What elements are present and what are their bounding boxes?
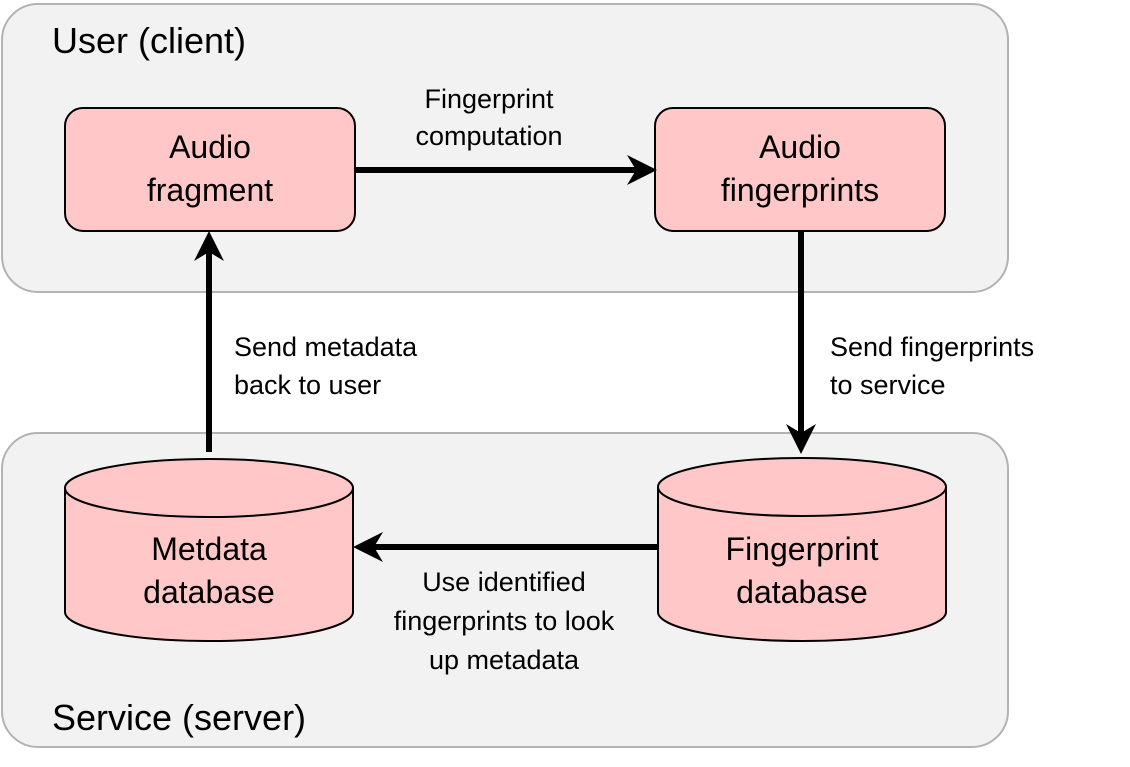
send-fingerprints-label-line1: Send fingerprints: [830, 332, 1034, 362]
fingerprint-database-body: [657, 487, 947, 642]
audio-fragment-label-line2: fragment: [147, 172, 273, 208]
audio-fragment-box: [64, 107, 356, 232]
metadata-database-node: Metdata database: [64, 458, 354, 642]
send-metadata-back-label-line2: back to user: [234, 370, 381, 400]
fingerprint-database-top: [657, 457, 947, 517]
audio-fingerprints-node: Audio fingerprints: [654, 107, 946, 232]
lookup-metadata-label-line2: fingerprints to look: [394, 606, 615, 636]
client-region-label: User (client): [52, 20, 246, 61]
fingerprint-computation-label-line2: computation: [415, 121, 562, 151]
send-metadata-back-edge: Send metadata back to user: [194, 231, 418, 452]
fingerprint-computation-edge: Fingerprint computation: [356, 84, 657, 185]
fingerprint-database-label-line2: database: [736, 574, 868, 610]
audio-fingerprints-label-line2: fingerprints: [721, 172, 879, 208]
server-region-label: Service (server): [52, 697, 306, 738]
metadata-database-top: [64, 458, 354, 518]
fingerprint-computation-label-line1: Fingerprint: [424, 84, 554, 114]
lookup-metadata-label-line3: up metadata: [429, 645, 580, 675]
audio-fragment-node: Audio fragment: [64, 107, 356, 232]
audio-fragment-label-line1: Audio: [169, 129, 251, 165]
fingerprint-database-node: Fingerprint database: [657, 457, 947, 642]
lookup-metadata-label-line1: Use identified: [422, 567, 586, 597]
metadata-database-label-line2: database: [143, 574, 275, 610]
send-fingerprints-label-line2: to service: [830, 370, 946, 400]
lookup-metadata-edge: Use identified fingerprints to look up m…: [353, 532, 657, 675]
fingerprint-database-label-line1: Fingerprint: [726, 531, 879, 567]
audio-fingerprints-label-line1: Audio: [759, 129, 841, 165]
send-metadata-back-label-line1: Send metadata: [234, 332, 418, 362]
metadata-database-label-line1: Metdata: [151, 531, 267, 567]
metadata-database-body: [64, 488, 354, 642]
send-fingerprints-edge: Send fingerprints to service: [786, 232, 1034, 454]
audio-fingerprints-box: [654, 107, 946, 232]
